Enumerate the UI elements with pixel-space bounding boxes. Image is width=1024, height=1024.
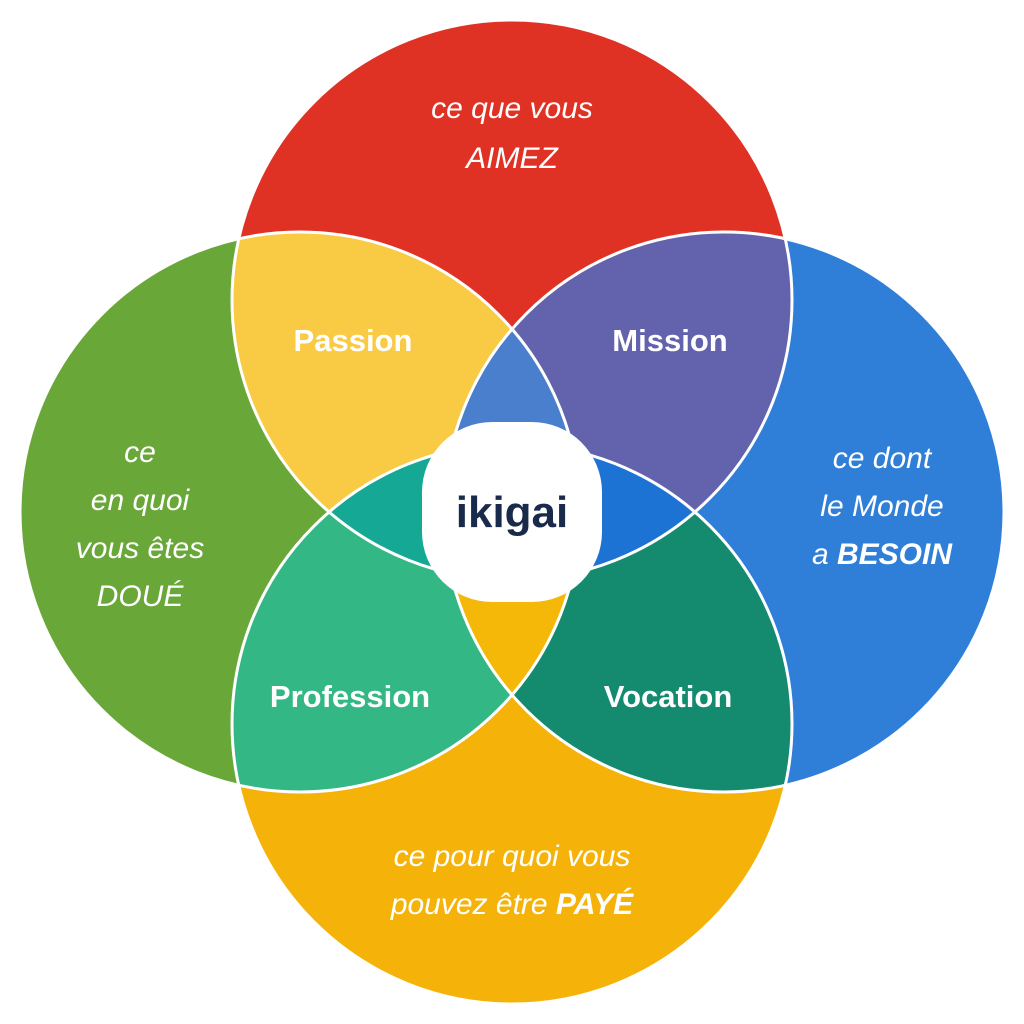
center-ikigai-label: ikigai [456, 488, 569, 537]
label-vocation: Vocation [604, 679, 733, 714]
label-doue-emphasis: DOUÉ [97, 580, 185, 613]
label-aimez-line1: ce que vous [431, 92, 593, 125]
label-besoin-emphasis: BESOIN [837, 538, 953, 571]
label-doue-line2: en quoi [91, 484, 191, 517]
label-paye-prefix: pouvez être [390, 888, 556, 921]
label-aimez-emphasis: AIMEZ [464, 142, 559, 175]
label-doue-line1: ce [124, 436, 156, 469]
label-besoin-line3: a BESOIN [812, 538, 953, 571]
label-paye-emphasis: PAYÉ [556, 887, 634, 921]
center-ikigai-box [422, 422, 602, 602]
label-besoin-line1: ce dont [833, 442, 933, 475]
label-besoin-prefix: a [812, 538, 837, 571]
label-passion: Passion [294, 323, 413, 358]
label-profession: Profession [270, 679, 430, 714]
label-paye-line2: pouvez être PAYÉ [390, 887, 634, 921]
label-mission: Mission [612, 323, 727, 358]
label-besoin-line2: le Monde [820, 490, 943, 523]
label-doue-line3: vous êtes [76, 532, 204, 565]
label-paye-line1: ce pour quoi vous [394, 840, 631, 873]
